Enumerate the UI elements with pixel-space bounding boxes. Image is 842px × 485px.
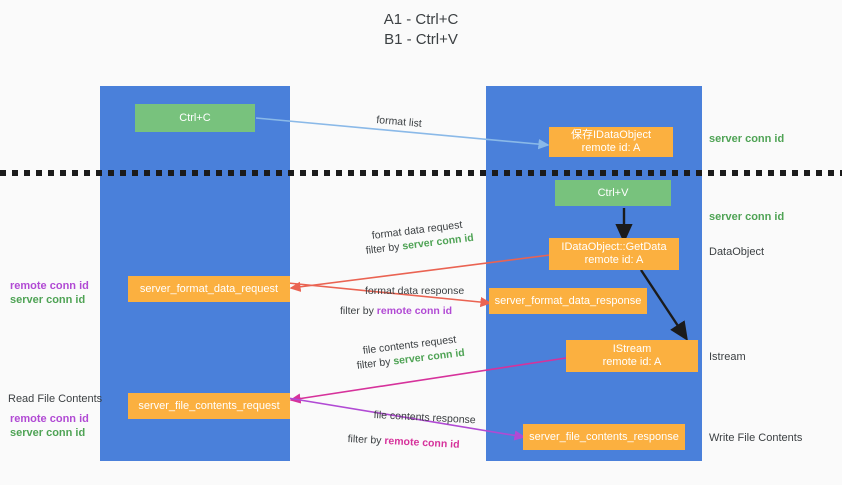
page-title: A1 - Ctrl+C B1 - Ctrl+V: [383, 11, 459, 48]
box-ctrl-v[interactable]: Ctrl+V: [555, 180, 671, 206]
filter-prefix: filter by: [340, 305, 377, 317]
annotation-format-list: format list: [375, 113, 423, 130]
annotation-format-data-response-filter: filter by remote conn id: [340, 304, 452, 318]
filter-value-remote-conn-id: remote conn id: [376, 305, 453, 317]
filter-prefix: filter by: [356, 355, 395, 372]
annotation-format-data-response: format data response: [365, 285, 465, 297]
label-server-conn-id-mid: server conn id: [709, 211, 785, 223]
label-remote-conn-id-1: remote conn id: [10, 280, 89, 292]
label-server-conn-id-top: server conn id: [709, 133, 785, 145]
box-idataobject-getdata[interactable]: IDataObject::GetData remote id: A: [549, 238, 679, 270]
label-write-file-contents: Write File Contents: [709, 432, 803, 444]
filter-prefix: filter by: [365, 240, 404, 257]
filter-prefix: filter by: [347, 432, 385, 447]
filter-value-remote-conn-id: remote conn id: [384, 434, 460, 451]
label-read-file-contents: Read File Contents: [8, 393, 103, 405]
divider-dashed-line: [0, 170, 842, 176]
box-save-idataobject[interactable]: 保存IDataObject remote id: A: [549, 127, 673, 157]
box-server-format-data-response[interactable]: server_format_data_response: [489, 288, 647, 314]
box-server-file-contents-request[interactable]: server_file_contents_request: [128, 393, 290, 419]
box-server-format-data-request[interactable]: server_format_data_request: [128, 276, 290, 302]
label-server-conn-id-1: server conn id: [10, 294, 86, 306]
label-remote-conn-id-2: remote conn id: [10, 413, 89, 425]
box-ctrl-c[interactable]: Ctrl+C: [135, 104, 255, 132]
label-dataobject: DataObject: [709, 246, 765, 258]
box-server-file-contents-response[interactable]: server_file_contents_response: [523, 424, 685, 450]
label-server-conn-id-2: server conn id: [10, 427, 86, 439]
box-istream[interactable]: IStream remote id: A: [566, 340, 698, 372]
annotation-file-contents-response: file contents response: [373, 408, 476, 427]
annotation-file-contents-response-filter: filter by remote conn id: [347, 432, 460, 452]
label-istream: Istream: [709, 351, 746, 363]
